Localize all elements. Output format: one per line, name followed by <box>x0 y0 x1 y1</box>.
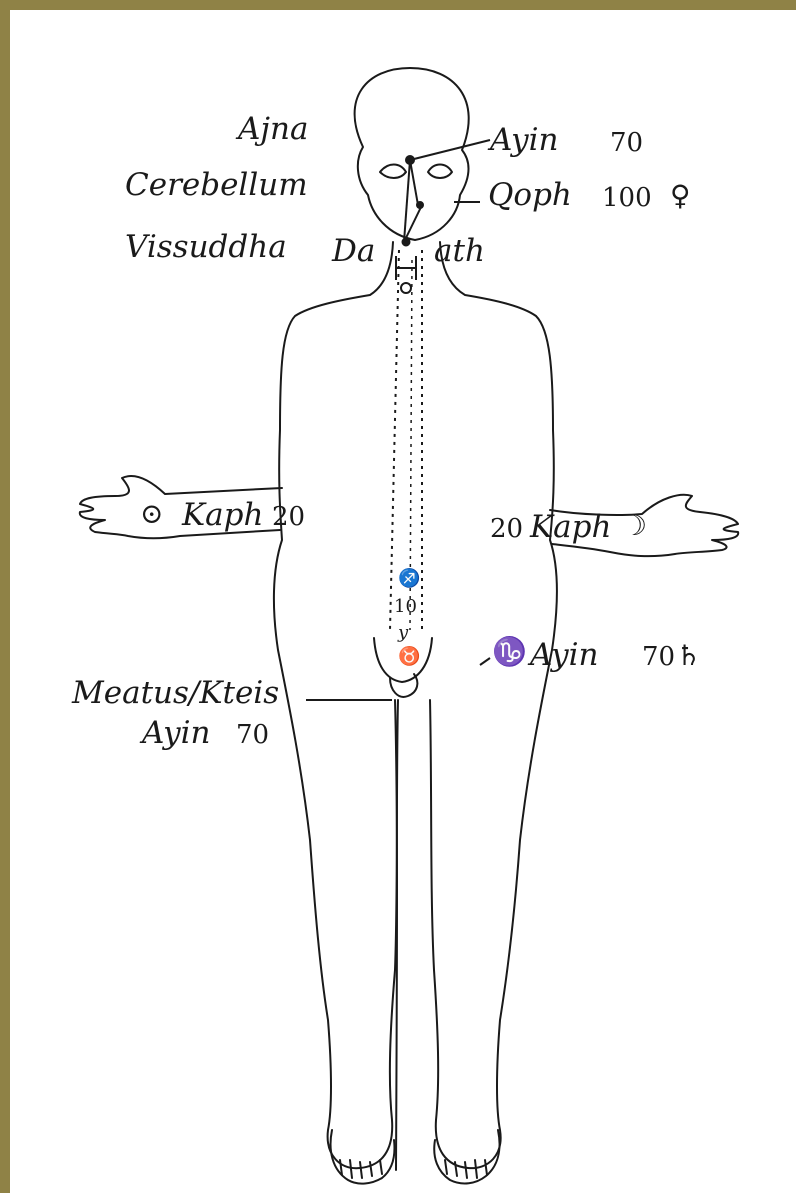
label-ayin-top-number: 70 <box>610 130 643 156</box>
label-ayin-right: Ayin <box>530 640 599 671</box>
label-ayin-right-number: 70 <box>642 644 675 670</box>
cerebellum-point <box>417 202 423 208</box>
label-daath-right: ath <box>434 236 485 267</box>
label-ayin-bottom: Ayin <box>142 718 211 749</box>
capricorn-symbol-icon: ♑ <box>492 638 527 666</box>
daath-point <box>403 239 410 246</box>
head-outline <box>355 68 469 240</box>
label-kaph-right: Kaph <box>530 512 611 543</box>
label-kaph-left-number: 20 <box>272 504 305 530</box>
illustration-frame: Ajna Ayin 70 Cerebellum Qoph 100 ♀ Vissu… <box>10 10 796 1193</box>
label-qoph: Qoph <box>488 180 572 211</box>
label-daath-left: Da <box>332 236 375 267</box>
sagittarius-symbol-icon: ♐ <box>398 568 420 589</box>
label-ayin-top: Ayin <box>490 125 559 156</box>
label-qoph-number: 100 <box>602 185 652 211</box>
body-left-outline <box>274 242 398 1168</box>
ajna-point <box>406 156 414 164</box>
body-right-outline <box>430 242 557 1168</box>
left-eye-icon <box>380 165 406 179</box>
label-cerebellum: Cerebellum <box>125 170 308 201</box>
label-spine-number: 10 <box>394 596 417 617</box>
moon-symbol-icon: ☽ <box>622 512 647 540</box>
label-meatus-kteis: Meatus/Kteis <box>72 678 279 709</box>
label-vissuddha: Vissuddha <box>125 232 287 263</box>
saturn-symbol-icon: ♄ <box>676 642 701 670</box>
label-ayin-bottom-number: 70 <box>236 722 269 748</box>
label-kaph-left: Kaph <box>182 500 263 531</box>
label-ajna: Ajna <box>238 114 308 145</box>
label-kaph-right-number: 20 <box>490 516 523 542</box>
sun-symbol-icon: ⊙ <box>140 500 163 528</box>
taurus-symbol-icon: ♉ <box>398 646 420 667</box>
venus-symbol-icon: ♀ <box>670 182 690 210</box>
label-spine-y: y <box>398 622 408 643</box>
right-eye-icon <box>428 165 452 179</box>
